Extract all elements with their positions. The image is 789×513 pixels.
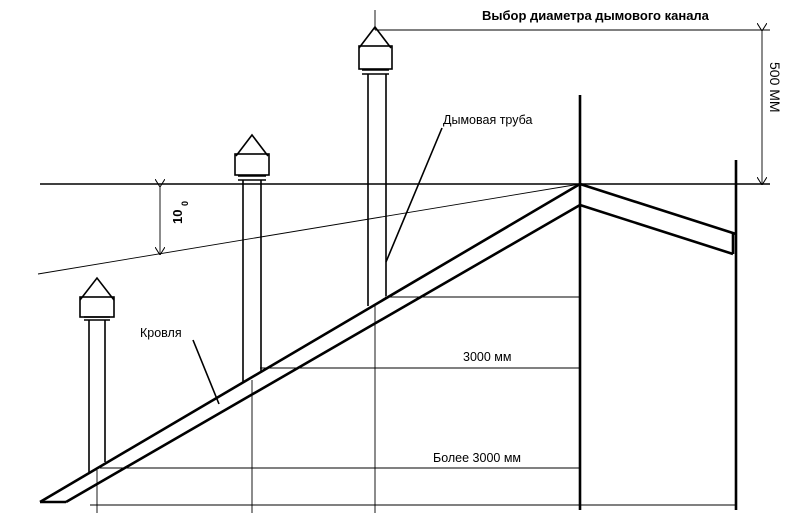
ten-degree-line (37, 183, 581, 275)
distance-label-2: Более 3000 мм (433, 451, 521, 465)
roof-right-slope (579, 182, 737, 256)
angle-label: 10 (170, 210, 185, 224)
chimney-1 (79, 276, 115, 472)
roof-leader (192, 339, 220, 405)
distance-label-1: 3000 мм (463, 350, 511, 364)
diagram-title: Выбор диаметра дымового канала (482, 8, 710, 23)
chimney-label: Дымовая труба (443, 113, 532, 127)
roof-label: Кровля (140, 326, 182, 340)
angle-degree-mark: 0 (180, 201, 190, 206)
chimney-leader (385, 127, 443, 263)
roof-left-slope (39, 182, 581, 504)
chimney-2 (234, 133, 270, 382)
height-label: 500 ММ (767, 62, 783, 113)
chimney-3 (358, 25, 393, 306)
